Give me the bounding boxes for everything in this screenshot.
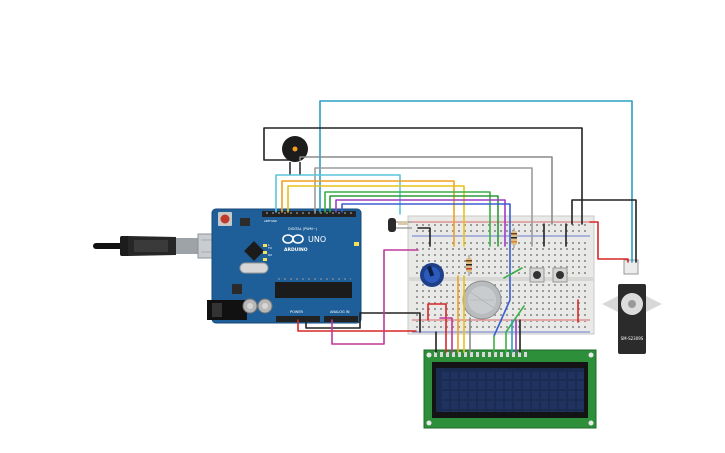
- resistors: [466, 228, 517, 276]
- pushbutton-1[interactable]: [529, 267, 545, 283]
- usb-cable: [93, 233, 227, 259]
- power-label: POWER: [290, 310, 304, 314]
- photoresistor: [388, 218, 412, 232]
- lcd-pin: [464, 352, 467, 357]
- lcd-pin: [440, 352, 443, 357]
- wire-blue: [341, 203, 511, 337]
- lcd-pin: [446, 352, 449, 357]
- resistor-2: [511, 228, 517, 248]
- servo-model-label: SM-S2309S: [621, 336, 644, 341]
- potentiometer[interactable]: [420, 263, 444, 287]
- led-label: L: [268, 243, 270, 247]
- pushbutton-2[interactable]: [552, 267, 568, 283]
- lcd-pin: [524, 352, 527, 357]
- wire-green-1: [324, 191, 491, 247]
- model-label: UNO: [308, 235, 326, 244]
- wire-black-ldr: [417, 227, 431, 247]
- lcd-16x2: [423, 349, 597, 429]
- wire-black-piezo-gnd: [263, 127, 583, 225]
- wires: [263, 100, 637, 353]
- lcd-pin: [452, 352, 455, 357]
- digital-label: DIGITAL (PWM~): [288, 227, 318, 231]
- atmega-chip: [275, 282, 352, 298]
- wire-gray-2: [314, 167, 533, 247]
- wire-black-servo: [571, 199, 637, 263]
- led-l-icon: [263, 244, 267, 247]
- resistor-1: [466, 255, 472, 276]
- wire-orange: [281, 180, 455, 247]
- lcd-pin: [512, 352, 515, 357]
- brand-label: ARDUINO: [284, 247, 308, 253]
- lcd-pin: [476, 352, 479, 357]
- tx-label: TX: [267, 246, 272, 250]
- lcd-pin: [500, 352, 503, 357]
- micro-servo: SM-S2309S: [602, 259, 662, 354]
- led-on-icon: [354, 242, 359, 246]
- gnd-label: GND: [271, 219, 277, 223]
- lcd-pin: [518, 352, 521, 357]
- piezo-buzzer: [282, 136, 308, 175]
- led-rx-icon: [263, 258, 267, 261]
- wire-jumper-green: [503, 267, 523, 279]
- aref-label: AREF: [264, 219, 271, 223]
- lcd-pin: [470, 352, 473, 357]
- analog-label: ANALOG IN: [330, 310, 350, 314]
- lcd-pin: [488, 352, 491, 357]
- wire-yellow: [287, 185, 465, 247]
- piezo-center-icon: [292, 146, 298, 152]
- pushbuttons: [529, 267, 568, 283]
- lcd-pin: [434, 352, 437, 357]
- arduino-logo-icon: [282, 234, 304, 244]
- lcd-pin: [458, 352, 461, 357]
- led-tx-icon: [263, 251, 267, 254]
- wire-red-5v: [297, 319, 417, 332]
- gas-sensor: [462, 280, 502, 320]
- wire-black-gnd: [305, 312, 421, 333]
- wire-cyan-short: [275, 174, 401, 215]
- wire-gray-piezo: [299, 156, 553, 225]
- lcd-pin: [482, 352, 485, 357]
- wire-red-servo: [589, 221, 629, 263]
- arduino-uno-board: UNO ARDUINO DIGITAL (PWM~) POWER ANALOG …: [207, 208, 362, 324]
- wire-magenta: [331, 249, 419, 345]
- wire-lcd-red: [427, 303, 447, 353]
- rx-label: RX: [268, 253, 272, 257]
- wire-lcd-green-2: [505, 305, 525, 353]
- wire-purple: [335, 199, 506, 247]
- lcd-pin: [506, 352, 509, 357]
- lcd-pin: [494, 352, 497, 357]
- wire-lcd-magenta: [439, 317, 453, 353]
- wire-green-2: [329, 195, 499, 247]
